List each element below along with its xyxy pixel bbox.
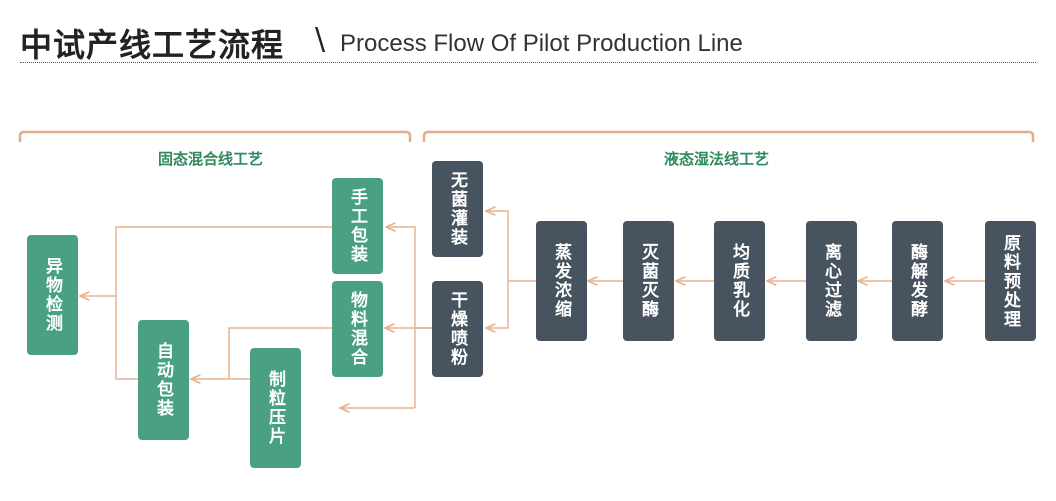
arrow-to-spray: [486, 281, 509, 328]
page-title-en: Process Flow Of Pilot Production Line: [340, 30, 743, 57]
page-title-cn: 中试产线工艺流程: [20, 26, 285, 64]
node-centrifuge-filtration: 离心过滤: [806, 221, 857, 341]
arrow-to-manual: [386, 227, 416, 328]
liquid-section-bracket: [422, 130, 1035, 142]
header-divider: [20, 62, 1036, 63]
node-foreign-inspection: 异物检测: [27, 235, 78, 355]
node-raw-pretreatment: 原料预处理: [985, 221, 1036, 341]
node-spray-drying: 干燥喷粉: [432, 281, 483, 377]
node-auto-packing: 自动包装: [138, 320, 189, 440]
node-evaporate-concentrate: 蒸发浓缩: [536, 221, 587, 341]
solid-section-bracket: [18, 130, 412, 142]
title-separator: \: [315, 22, 326, 57]
node-enzyme-fermentation: 酶解发酵: [892, 221, 943, 341]
arrow-to-aseptic: [486, 211, 509, 281]
line-mix-to-auto: [228, 327, 332, 379]
solid-section-title: 固态混合线工艺: [158, 150, 264, 168]
line-spray-feed-down: [414, 327, 432, 408]
line-manual-to-inspect: [115, 226, 332, 296]
node-manual-packing: 手工包装: [332, 178, 383, 274]
node-sterilize: 灭菌灭酶: [623, 221, 674, 341]
line-auto-to-inspect: [115, 296, 138, 380]
node-granulate-press: 制粒压片: [250, 348, 301, 468]
node-material-mixing: 物料混合: [332, 281, 383, 377]
liquid-section-title: 液态湿法线工艺: [664, 150, 770, 168]
node-homogenize-emulsify: 均质乳化: [714, 221, 765, 341]
node-aseptic-filling: 无菌灌装: [432, 161, 483, 257]
